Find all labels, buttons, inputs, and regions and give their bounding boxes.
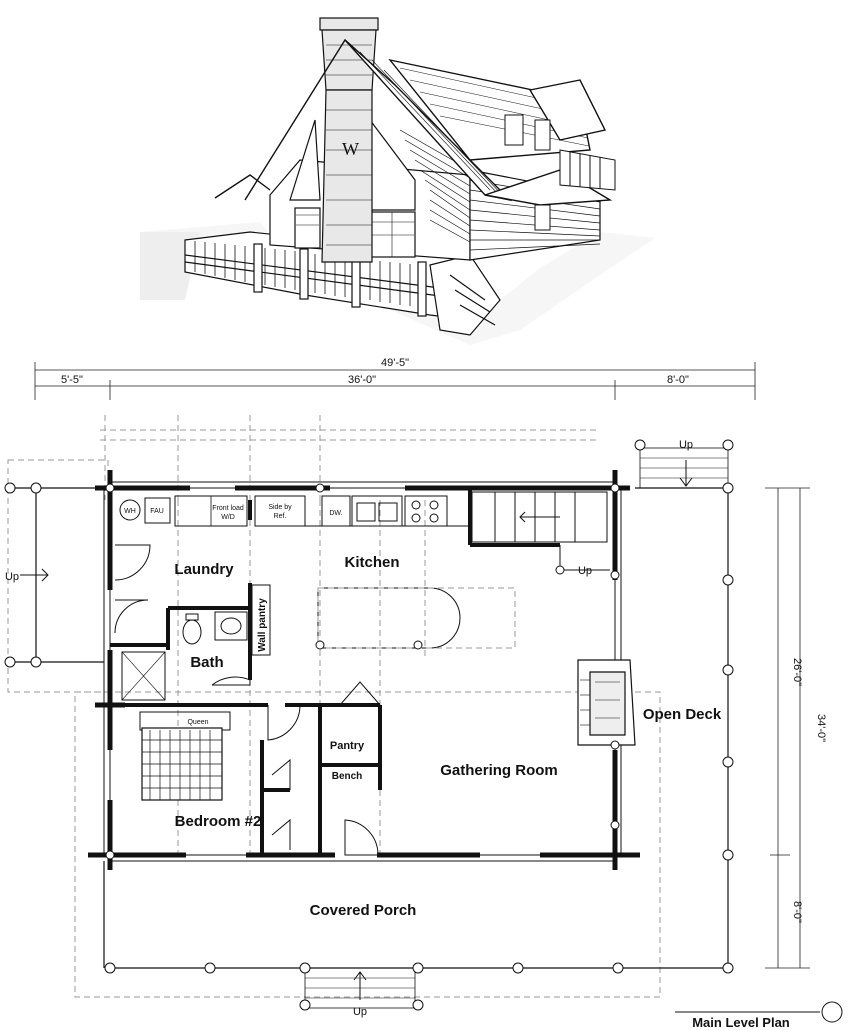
dim-depth-porch: 8'-0": [791, 901, 803, 923]
north-indicator-icon: [821, 1001, 843, 1023]
room-label-pantry: Pantry: [330, 740, 365, 752]
vanity-sink: [214, 611, 248, 641]
room-label-covered-porch: Covered Porch: [310, 902, 417, 919]
floor-plan: 49'-5" 5'-5" 36'-0" 8'-0" 34'-0" 26'-0" …: [4, 357, 843, 1030]
svg-text:W: W: [342, 139, 359, 159]
door-swings: [114, 544, 381, 856]
room-label-bath: Bath: [190, 654, 223, 671]
fau-label: FAU: [150, 508, 164, 515]
room-label-open-deck: Open Deck: [643, 706, 722, 723]
wh-label: WH: [124, 508, 136, 515]
bedroom-furniture: Queen: [139, 711, 231, 801]
ref-label-line2: Ref.: [274, 513, 287, 520]
ref-label-line1: Side by: [268, 504, 292, 511]
upper-balcony: [504, 114, 616, 231]
dim-depth-total: 34'-0": [815, 714, 827, 742]
dim-left: 5'-5": [61, 374, 83, 386]
room-label-wall-pantry: Wall pantry: [257, 598, 268, 652]
room-label-kitchen: Kitchen: [344, 554, 399, 571]
wall-pantry-cabinet: [251, 584, 271, 656]
queen-label: Queen: [187, 719, 208, 726]
toilet: [182, 619, 202, 645]
stone-chimney: W: [319, 17, 379, 263]
room-label-gathering-room: Gathering Room: [440, 762, 558, 779]
dim-right: 8'-0": [667, 374, 689, 386]
right-dimension-lines: 34'-0" 26'-0" 8'-0": [765, 487, 827, 969]
stone-fireplace: [577, 659, 636, 746]
bath-fixtures: [121, 584, 271, 701]
furnace-unit: [144, 497, 171, 524]
stair-arrows: [20, 460, 693, 1000]
wd-label-line1: Front load: [212, 505, 244, 512]
railing-posts: [4, 439, 734, 1011]
up-label-deck: Up: [679, 439, 693, 451]
room-label-bench: Bench: [332, 771, 363, 782]
kitchen-fixtures: Side by Ref. DW.: [254, 495, 516, 649]
dim-middle: 36'-0": [348, 374, 376, 386]
shower: [121, 651, 166, 701]
refrigerator: [254, 495, 306, 527]
cabin-perspective-illustration: W: [140, 17, 655, 345]
dim-depth-main: 26'-0": [791, 658, 803, 686]
room-label-bedroom-2: Bedroom #2: [175, 813, 262, 830]
laundry-fixtures: WH FAU Front load W/D: [119, 495, 248, 527]
interior-walls: [110, 488, 560, 855]
water-heater: [119, 499, 141, 521]
gable-windows: [289, 118, 416, 258]
exterior-walls: [88, 470, 640, 870]
dim-overall: 49'-5": [381, 357, 409, 369]
interior-stairs: [471, 491, 610, 571]
up-label-side: Up: [5, 571, 19, 583]
plan-caption: Main Level Plan: [675, 1001, 843, 1030]
caption-main-level-plan: Main Level Plan: [692, 1015, 790, 1030]
top-dimension-lines: 49'-5" 5'-5" 36'-0" 8'-0": [34, 357, 756, 400]
up-label-interior: Up: [578, 565, 592, 577]
room-label-laundry: Laundry: [174, 561, 234, 578]
headboard: [139, 711, 231, 731]
up-label-porch: Up: [353, 1006, 367, 1018]
dw-label: DW.: [329, 510, 342, 517]
range-cooktop: [404, 495, 448, 527]
kitchen-island: [317, 587, 461, 649]
wd-label-line2: W/D: [221, 514, 235, 521]
